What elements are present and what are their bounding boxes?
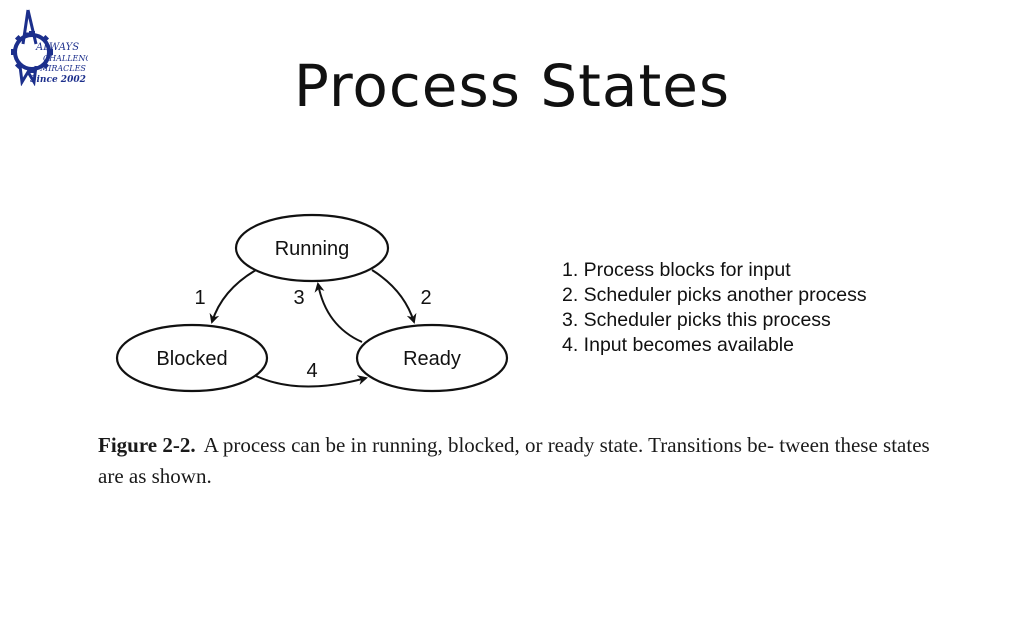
transition-4-label: 4: [306, 360, 317, 382]
transition-1-label: 1: [194, 287, 205, 309]
legend-item: 3. Scheduler picks this process: [562, 309, 831, 331]
legend-item: 2. Scheduler picks another process: [562, 284, 867, 306]
slide-title: Process States: [293, 52, 731, 120]
figure-caption: Figure 2-2.A process can be in running, …: [98, 430, 938, 492]
transition-2-arrow: [371, 269, 417, 324]
state-ready-label: Ready: [403, 348, 461, 370]
gear-logo-icon: ALWAYS CHALLENGE MIRACLES Since 2002: [11, 9, 98, 87]
state-running-label: Running: [275, 238, 350, 260]
transition-2-label: 2: [420, 287, 431, 309]
transition-4-arrow: [255, 375, 368, 388]
figure-label: Figure 2-2.: [98, 433, 196, 457]
logo-text-always: ALWAYS: [35, 42, 79, 53]
logo-text-since: Since 2002: [30, 75, 86, 85]
state-blocked-label: Blocked: [156, 348, 227, 370]
institution-logo: ALWAYS CHALLENGE MIRACLES Since 2002: [6, 4, 98, 87]
state-running: Running: [234, 213, 390, 283]
state-blocked: Blocked: [115, 323, 269, 393]
transition-3-arrow: [314, 282, 363, 343]
logo-text-miracles: MIRACLES: [39, 64, 86, 73]
transition-1-arrow: [209, 269, 257, 324]
process-state-diagram: Running Blocked Ready 1 3 2 4: [115, 213, 509, 393]
logo-text-challenge: CHALLENGE: [43, 54, 88, 63]
transition-legend: 1. Process blocks for input 2. Scheduler…: [562, 258, 867, 358]
state-ready: Ready: [355, 323, 509, 393]
transition-3-label: 3: [293, 287, 304, 309]
legend-item: 4. Input becomes available: [562, 334, 794, 356]
figure-caption-text: A process can be in running, blocked, or…: [98, 433, 930, 488]
legend-item: 1. Process blocks for input: [562, 259, 791, 281]
